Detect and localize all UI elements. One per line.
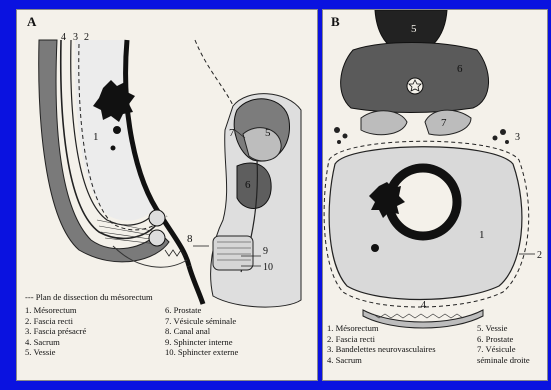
callout-9: 9 — [263, 246, 268, 257]
callout-10: 10 — [263, 262, 273, 273]
panel-a-sagittal-diagram: 4 3 2 1 5 6 7 8 9 10 A --- Plan de disse… — [16, 9, 318, 381]
legend-item: 6. Prostate — [477, 334, 530, 345]
anal-canal — [189, 266, 203, 304]
legend-item: 8. Canal anal — [165, 326, 238, 337]
dissection-plane-dashed — [195, 40, 235, 110]
callout-7: 7 — [441, 117, 447, 129]
prostate — [341, 43, 489, 113]
lymph-node — [111, 146, 116, 151]
legend-item: 3. Fascia présacré — [25, 326, 86, 337]
panel-b-axial-diagram: 5 6 7 3 1 2 4 B 1. Mésorectum 2. Fascia … — [322, 9, 548, 381]
legend-item: 2. Fascia recti — [327, 334, 436, 345]
callout-6: 6 — [457, 63, 463, 75]
seminal-vesicle — [243, 128, 281, 161]
legend-item: 2. Fascia recti — [25, 316, 86, 327]
legend-b-left: 1. Mésorectum 2. Fascia recti 3. Bandele… — [327, 323, 436, 365]
callout-4: 4 — [61, 32, 66, 43]
legend-item: 7. Vésicule séminale — [165, 316, 238, 327]
neurovascular-bundle — [334, 127, 509, 144]
legend-item: 5. Vessie — [25, 347, 86, 358]
legend-dashed-line-text: --- Plan de dissection du mésorectum — [25, 292, 153, 303]
legend-a-left: 1. Mésorectum 2. Fascia recti 3. Fascia … — [25, 305, 86, 358]
prostate — [237, 163, 271, 208]
callout-3: 3 — [515, 132, 520, 143]
legend-dissection-plane: --- Plan de dissection du mésorectum — [25, 292, 153, 303]
legend-item: 4. Sacrum — [25, 337, 86, 348]
callout-2: 2 — [84, 32, 89, 43]
legend-item: 9. Sphincter interne — [165, 337, 238, 348]
callout-4: 4 — [421, 300, 426, 311]
callout-2: 2 — [537, 250, 542, 261]
legend-b-right: 5. Vessie 6. Prostate 7. Vésicule sémina… — [477, 323, 530, 365]
legend-item: séminale droite — [477, 355, 530, 366]
legend-item: 1. Mésorectum — [327, 323, 436, 334]
panel-a-label: A — [27, 14, 36, 30]
seminal-vesicle — [361, 111, 407, 135]
panel-b-label: B — [331, 14, 340, 30]
legend-item: 7. Vésicule — [477, 344, 530, 355]
legend-item: 3. Bandelettes neurovasculaires — [327, 344, 436, 355]
sphincter-section — [149, 230, 165, 246]
legend-item: 5. Vessie — [477, 323, 530, 334]
callout-6: 6 — [245, 179, 251, 191]
legend-item: 4. Sacrum — [327, 355, 436, 366]
legend-a-right: 6. Prostate 7. Vésicule séminale 8. Cana… — [165, 305, 238, 358]
callout-1: 1 — [479, 229, 485, 241]
legend-item: 6. Prostate — [165, 305, 238, 316]
lymph-node — [113, 126, 121, 134]
sacrum-texture — [373, 314, 463, 318]
sphincter-section — [149, 210, 165, 226]
callout-5: 5 — [265, 127, 271, 139]
seminal-vesicle — [425, 110, 471, 135]
callout-7: 7 — [229, 127, 235, 139]
legend-item: 1. Mésorectum — [25, 305, 86, 316]
callout-3: 3 — [73, 32, 78, 43]
callout-1: 1 — [93, 131, 99, 143]
external-sphincter — [213, 236, 253, 270]
callout-5: 5 — [411, 23, 417, 35]
lymph-node — [371, 244, 379, 252]
legend-item: 10. Sphincter externe — [165, 347, 238, 358]
callout-8: 8 — [187, 233, 193, 245]
